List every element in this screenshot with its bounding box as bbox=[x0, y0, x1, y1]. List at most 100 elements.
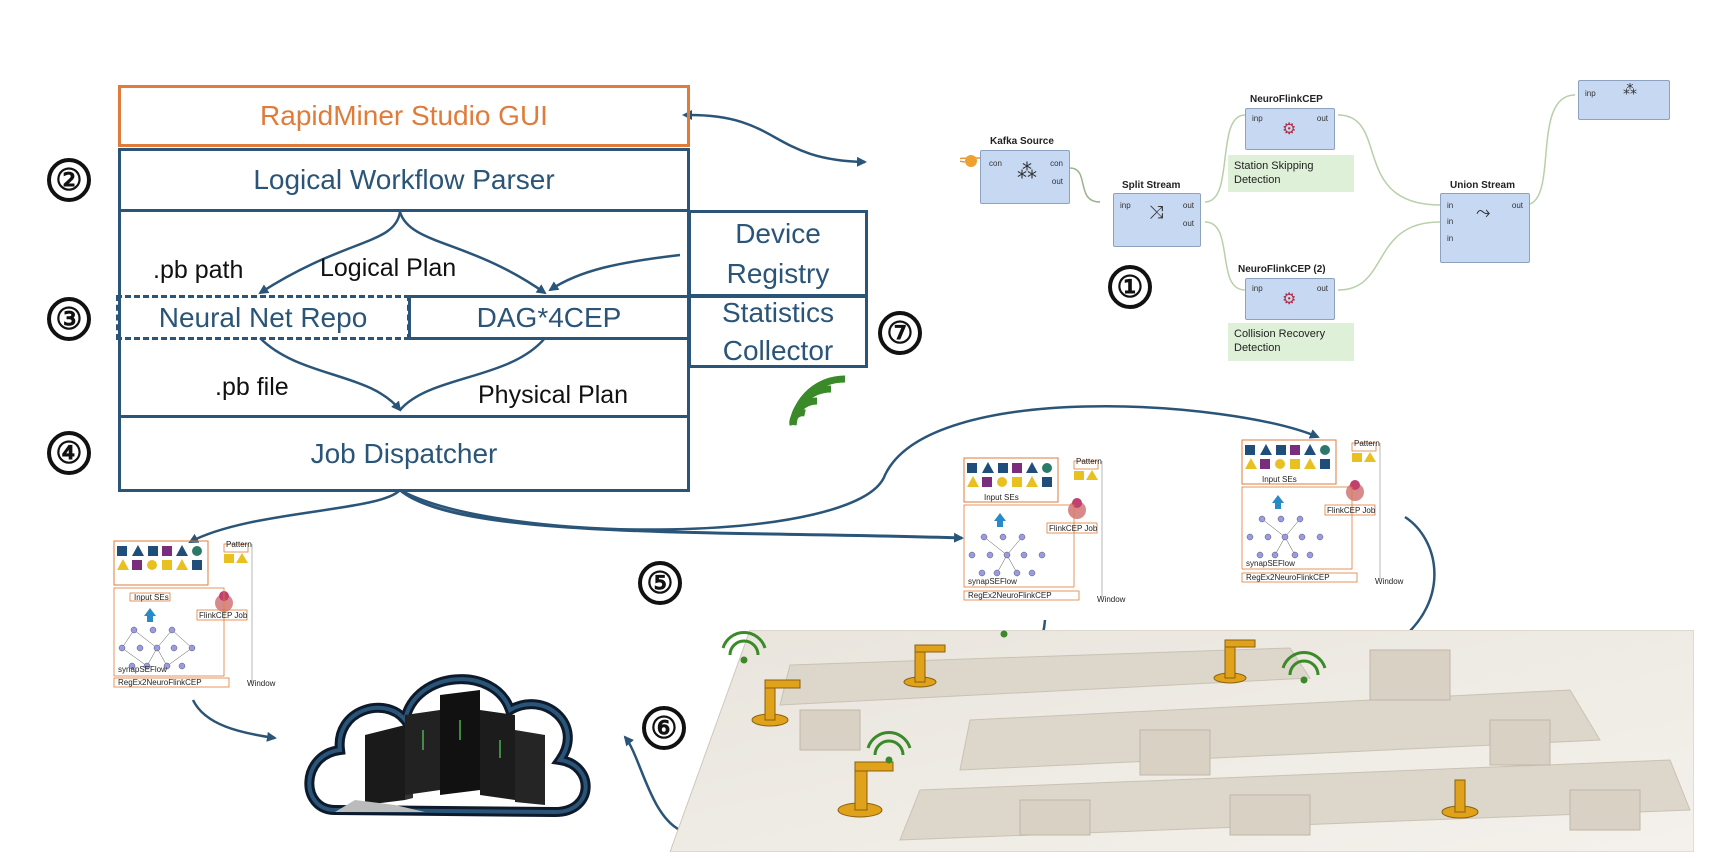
union-stream-operator[interactable]: in in in out ⤳ bbox=[1440, 193, 1530, 263]
union-port-out: out bbox=[1511, 201, 1523, 210]
neural-net-repo-box: Neural Net Repo bbox=[116, 295, 410, 340]
marker-three: ③ bbox=[47, 297, 91, 341]
note2-line2: Detection bbox=[1234, 342, 1281, 354]
pb-file-label: .pb file bbox=[215, 373, 289, 401]
server-racks bbox=[335, 690, 545, 812]
registry-to-dag-arrow bbox=[548, 253, 681, 292]
pipeline-card-left-graphic bbox=[113, 540, 253, 688]
split-port-inp: inp bbox=[1120, 201, 1131, 210]
neural-network-graphic bbox=[118, 626, 196, 670]
note1-line1: Station Skipping bbox=[1234, 160, 1314, 172]
dag-label: DAG*4CEP bbox=[476, 301, 622, 333]
dispatcher-to-left-card bbox=[188, 489, 401, 544]
marker-seven: ⑦ bbox=[878, 311, 922, 355]
neuroflinkcep-operator-2[interactable]: inp out ⚙ bbox=[1245, 278, 1335, 320]
left-card-window: Window bbox=[247, 679, 276, 688]
marker-four: ④ bbox=[47, 431, 91, 475]
job-dispatcher-label: Job Dispatcher bbox=[310, 437, 498, 469]
neuroflinkcep-operator-1[interactable]: inp out ⚙ bbox=[1245, 108, 1335, 150]
neuro1-port-out: out bbox=[1316, 114, 1328, 123]
kafka-port-in: con bbox=[989, 159, 1002, 168]
right-card-flink-job: FlinkCEP Job bbox=[1327, 506, 1376, 515]
note1-line2: Detection bbox=[1234, 174, 1281, 186]
left-card-synap: synapSEFlow bbox=[118, 665, 167, 674]
note-station-skipping: Station Skipping Detection bbox=[1228, 155, 1354, 192]
statistics-line2: Collector bbox=[722, 334, 834, 366]
pipeline-card-right-graphic bbox=[1241, 439, 1381, 583]
middle-card-input-ses: Input SEs bbox=[984, 493, 1019, 502]
device-registry-line1: Device bbox=[735, 217, 821, 249]
right-card-window: Window bbox=[1375, 577, 1404, 586]
robot-arms bbox=[751, 639, 1479, 819]
union-port-in1: in bbox=[1447, 201, 1454, 210]
neuro1-title: NeuroFlinkCEP bbox=[1250, 94, 1323, 105]
sink-operator[interactable]: inp ⁂ bbox=[1578, 80, 1670, 120]
input-se-shapes bbox=[117, 545, 202, 570]
split-icon: ⤨ bbox=[1149, 202, 1164, 222]
physical-plan-label: Physical Plan bbox=[478, 381, 629, 409]
right-card-regex: RegEx2NeuroFlinkCEP bbox=[1246, 573, 1330, 582]
neuro2-title: NeuroFlinkCEP (2) bbox=[1238, 264, 1326, 275]
union-title: Union Stream bbox=[1450, 180, 1516, 191]
sink-icon: ⁂ bbox=[1623, 81, 1637, 97]
dag-to-dispatcher-arrow bbox=[399, 337, 546, 411]
neuro2-port-inp: inp bbox=[1252, 284, 1263, 293]
kafka-title: Kafka Source bbox=[990, 136, 1054, 147]
parser-to-repo-arrow bbox=[258, 211, 402, 295]
marker-two: ② bbox=[47, 158, 91, 202]
factory-wifi-icons bbox=[721, 630, 1327, 764]
sink-port-inp: inp bbox=[1585, 89, 1596, 98]
pipeline-card-left: Pattern Input SEs FlinkCEP Job synapSEFl… bbox=[112, 538, 276, 688]
right-card-pattern: Pattern bbox=[1354, 439, 1380, 448]
note2-line1: Collision Recovery bbox=[1234, 328, 1326, 340]
split-title: Split Stream bbox=[1122, 180, 1181, 191]
device-registry-box: Device Registry bbox=[688, 210, 868, 297]
neuro2-icon: ⚙ bbox=[1282, 291, 1297, 308]
kafka-source-operator[interactable]: con con out ⁂ bbox=[980, 150, 1070, 204]
middle-card-flink-job: FlinkCEP Job bbox=[1049, 524, 1098, 533]
card-to-cloud-arrow bbox=[191, 699, 277, 742]
logical-workflow-parser-box: Logical Workflow Parser bbox=[118, 148, 690, 212]
pipeline-card-middle: Pattern Input SEs FlinkCEP Job synapSEFl… bbox=[962, 455, 1126, 605]
logical-plan-label: Logical Plan bbox=[320, 254, 457, 282]
statistics-line1: Statistics bbox=[721, 296, 835, 328]
union-port-in2: in bbox=[1447, 217, 1454, 226]
left-card-flink-job: FlinkCEP Job bbox=[199, 611, 248, 620]
left-card-pattern: Pattern bbox=[226, 540, 252, 549]
neuro1-port-inp: inp bbox=[1252, 114, 1263, 123]
left-card-regex: RegEx2NeuroFlinkCEP bbox=[118, 678, 202, 687]
union-port-in3: in bbox=[1447, 234, 1454, 243]
right-card-input-ses: Input SEs bbox=[1262, 475, 1297, 484]
marker-five: ⑤ bbox=[638, 561, 682, 605]
device-registry-line2: Registry bbox=[726, 257, 830, 289]
neural-net-repo-label: Neural Net Repo bbox=[158, 301, 368, 333]
split-port-out2: out bbox=[1182, 219, 1194, 228]
split-port-out1: out bbox=[1182, 201, 1194, 210]
dispatcher-to-middle-card bbox=[399, 488, 964, 543]
note-collision-recovery: Collision Recovery Detection bbox=[1228, 323, 1354, 361]
wireless-signal-icon bbox=[789, 375, 846, 426]
right-card-synap: synapSEFlow bbox=[1246, 559, 1295, 568]
kafka-port-con: con bbox=[1050, 159, 1063, 168]
factory-to-cloud-arrow bbox=[623, 735, 681, 832]
neuro2-port-out: out bbox=[1316, 284, 1328, 293]
cloud-servers-icon bbox=[304, 674, 591, 818]
repo-to-dispatcher-arrow bbox=[259, 337, 402, 412]
job-dispatcher-box: Job Dispatcher bbox=[118, 415, 690, 492]
middle-card-synap: synapSEFlow bbox=[968, 577, 1017, 586]
dag-4cep-box: DAG*4CEP bbox=[408, 295, 690, 340]
kafka-input-port[interactable] bbox=[965, 155, 977, 167]
pb-path-label: .pb path bbox=[153, 256, 244, 284]
left-card-input-ses: Input SEs bbox=[134, 593, 169, 602]
middle-card-window: Window bbox=[1097, 595, 1126, 604]
parser-label: Logical Workflow Parser bbox=[253, 164, 555, 195]
marker-six: ⑥ bbox=[642, 706, 686, 750]
split-stream-operator[interactable]: inp out out ⤨ bbox=[1113, 193, 1201, 247]
middle-card-pattern: Pattern bbox=[1076, 457, 1102, 466]
kafka-port-out: out bbox=[1051, 177, 1063, 186]
statistics-collector-box: Statistics Collector bbox=[688, 295, 868, 368]
middle-card-regex: RegEx2NeuroFlinkCEP bbox=[968, 591, 1052, 600]
gui-label: RapidMiner Studio GUI bbox=[260, 100, 548, 131]
parser-to-dag-arrow bbox=[398, 211, 547, 295]
